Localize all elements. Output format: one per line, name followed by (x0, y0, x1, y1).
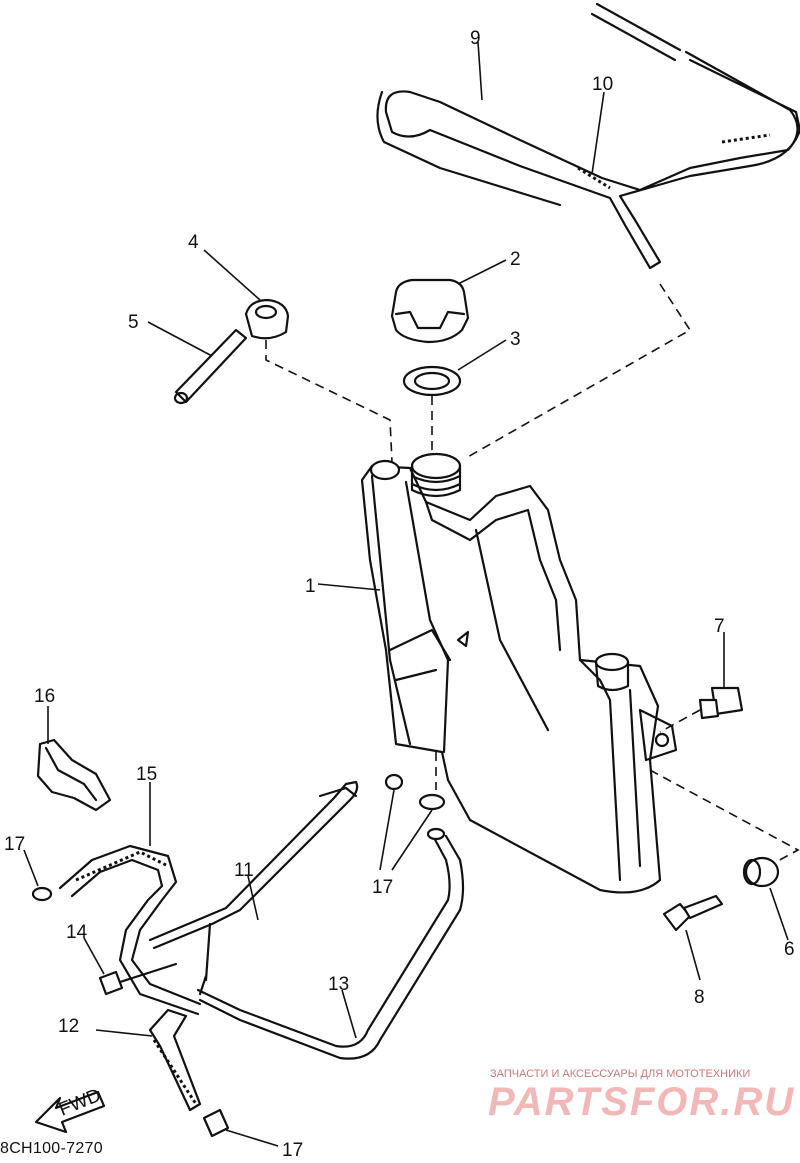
radiator-cap (390, 278, 470, 344)
callout-1: 1 (305, 576, 316, 597)
callout-12: 12 (58, 1016, 79, 1037)
callout-3: 3 (510, 329, 521, 350)
reservoir-tank (360, 452, 678, 894)
hose-clip (98, 962, 178, 996)
callout-11: 11 (234, 860, 254, 881)
callout-9: 9 (470, 28, 481, 49)
bypass-pipe (196, 827, 465, 1060)
callout-14: 14 (66, 922, 88, 943)
coolant-hose-upper (58, 844, 202, 1016)
callout-2: 2 (510, 249, 521, 270)
tank-damper (742, 856, 780, 888)
breather-cap (244, 298, 290, 340)
watermark-logo: PARTSFOR.RU (488, 1080, 796, 1124)
callout-10: 10 (592, 74, 613, 95)
callout-16: 16 (34, 686, 55, 707)
callout-6: 6 (784, 939, 795, 960)
callout-8: 8 (694, 987, 705, 1008)
callout-17-center: 17 (372, 877, 393, 898)
assembly-lines (265, 283, 800, 863)
callout-17-bottom: 17 (282, 1140, 303, 1161)
callout-17-left: 17 (4, 834, 25, 855)
cap-gasket (402, 365, 462, 397)
breather-pipe (173, 328, 248, 405)
callout-7: 7 (714, 616, 725, 637)
hose-holder (36, 738, 112, 812)
hose-clamps (31, 773, 446, 1138)
diagram-code: 8CH100-7270 (0, 1140, 103, 1157)
drain-pipe (148, 780, 359, 996)
callout-15: 15 (136, 764, 157, 785)
watermark-subtitle: ЗАПЧАСТИ И АКСЕССУАРЫ ДЛЯ МОТОТЕХНИКИ (490, 1068, 751, 1080)
overflow-hose (376, 2, 800, 270)
fwd-arrow: FWD (34, 1085, 106, 1134)
coolant-hose-lower (148, 1008, 202, 1112)
mounting-bolt (662, 894, 724, 932)
tank-grommet-small (698, 686, 744, 720)
callout-5: 5 (128, 312, 139, 333)
callout-13: 13 (328, 974, 349, 995)
callout-numbers: 1 2 3 4 5 6 7 8 9 10 11 12 13 14 15 16 1… (4, 28, 795, 1161)
callout-leaders (23, 41, 789, 1147)
callout-4: 4 (188, 232, 199, 253)
